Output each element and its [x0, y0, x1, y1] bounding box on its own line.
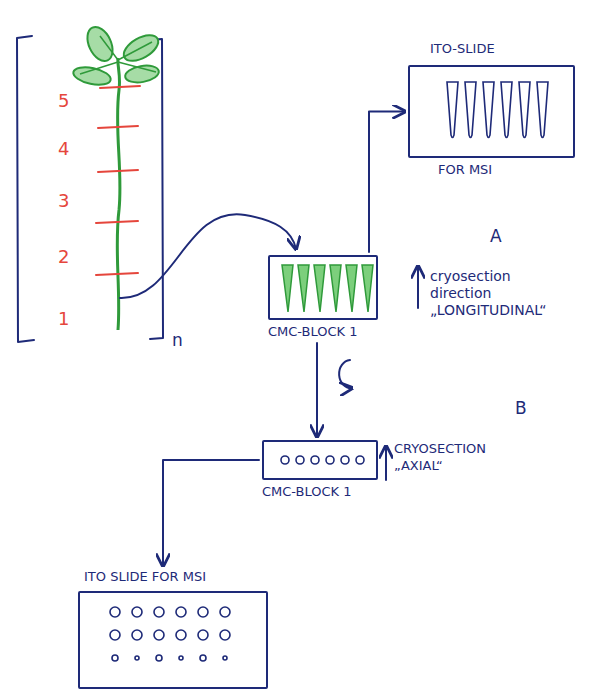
sample-box: ITO SLIDE FOR MSI	[75, 566, 271, 692]
cut-marks	[96, 86, 140, 275]
section-outlines	[447, 82, 548, 138]
direction-note: cryosection direction „LONGITUDINAL“	[430, 268, 575, 319]
section-number: 4	[58, 140, 69, 157]
flow-arrow	[163, 460, 259, 566]
box-caption: CMC-BLOCK 1	[268, 324, 378, 340]
flow-arrow	[369, 112, 405, 253]
box-caption: CMC-BLOCK 1	[262, 484, 378, 500]
axial-sections	[281, 456, 364, 464]
section-number: 3	[58, 192, 69, 209]
section-number: 5	[58, 92, 69, 109]
replicate-count: n	[172, 332, 183, 349]
box-outline	[78, 591, 268, 689]
direction-note: CRYOSECTION „AXIAL“	[394, 440, 534, 474]
sample-box: CMC-BLOCK 1	[265, 252, 381, 343]
slide-sections	[110, 607, 230, 661]
seedling	[72, 23, 163, 330]
panel-letter: A	[490, 228, 502, 245]
panel-letter: B	[515, 400, 527, 417]
box-outline	[262, 440, 378, 480]
box-caption: FOR MSI	[408, 162, 575, 178]
sample-box: ITO-SLIDE FOR MSI	[405, 38, 578, 181]
sample-box: CMC-BLOCK 1	[259, 437, 381, 503]
box-outline	[268, 255, 378, 320]
embedded-segments	[282, 265, 373, 312]
bracket	[17, 36, 163, 342]
arrows	[120, 214, 418, 480]
box-heading: ITO-SLIDE	[408, 41, 575, 57]
box-heading: ITO SLIDE FOR MSI	[78, 569, 268, 585]
section-number: 2	[58, 248, 69, 265]
box-outline	[408, 65, 575, 158]
section-number: 1	[58, 310, 69, 327]
flow-arrow	[316, 343, 318, 437]
